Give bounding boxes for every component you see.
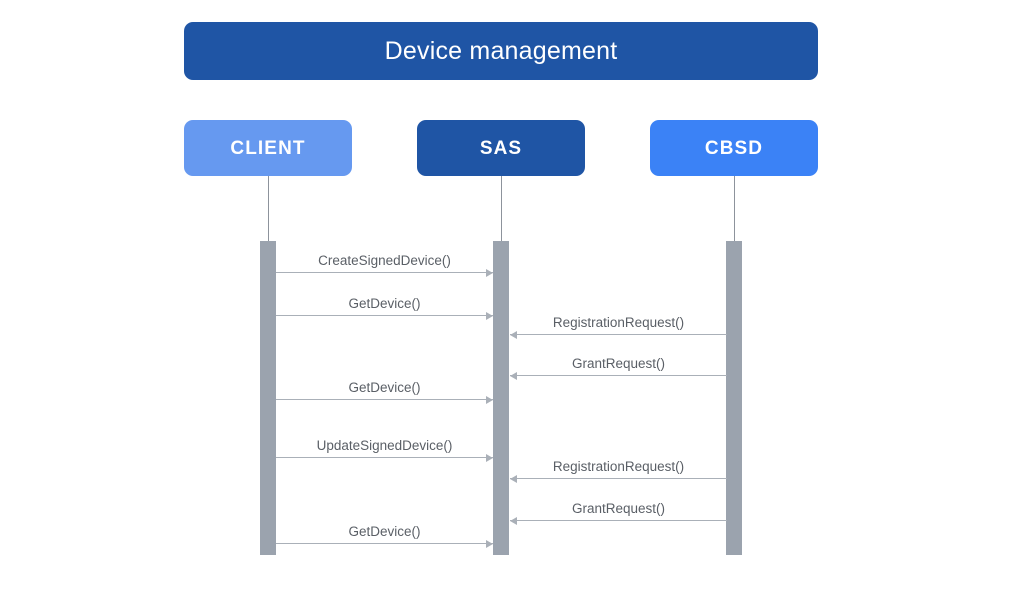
- activation-bar-sas: [493, 241, 509, 555]
- arrowhead-right-icon: [486, 395, 493, 404]
- message-label: CreateSignedDevice(): [318, 252, 451, 268]
- activation-bar-client: [260, 241, 276, 555]
- message-get-device-3[interactable]: GetDevice(): [276, 524, 493, 548]
- message-line: [510, 478, 727, 479]
- message-create-signed-device[interactable]: CreateSignedDevice(): [276, 253, 493, 277]
- message-line: [276, 272, 493, 273]
- message-label: GrantRequest(): [571, 355, 666, 371]
- message-line: [510, 334, 727, 335]
- message-get-device-2[interactable]: GetDevice(): [276, 380, 493, 404]
- message-label: GetDevice(): [348, 295, 421, 311]
- activation-bar-cbsd: [726, 241, 742, 555]
- arrowhead-right-icon: [486, 311, 493, 320]
- message-line: [510, 375, 727, 376]
- message-get-device-1[interactable]: GetDevice(): [276, 296, 493, 320]
- message-label: RegistrationRequest(): [552, 314, 685, 330]
- arrowhead-right-icon: [486, 453, 493, 462]
- message-update-signed-device[interactable]: UpdateSignedDevice(): [276, 438, 493, 462]
- lifeline-cbsd: [734, 176, 735, 242]
- message-grant-request-1[interactable]: GrantRequest(): [510, 356, 727, 380]
- arrowhead-right-icon: [486, 539, 493, 548]
- arrowhead-left-icon: [510, 371, 517, 380]
- participant-header-client[interactable]: CLIENT: [184, 120, 352, 176]
- message-label: RegistrationRequest(): [552, 458, 685, 474]
- participant-label-sas: SAS: [479, 137, 523, 159]
- diagram-title: Device management: [384, 36, 618, 65]
- arrowhead-right-icon: [486, 268, 493, 277]
- lifeline-client: [268, 176, 269, 242]
- diagram-title-banner: Device management: [184, 22, 818, 80]
- message-label: GetDevice(): [348, 523, 421, 539]
- participant-header-sas[interactable]: SAS: [417, 120, 585, 176]
- message-line: [276, 315, 493, 316]
- message-line: [510, 520, 727, 521]
- message-line: [276, 399, 493, 400]
- message-line: [276, 543, 493, 544]
- message-grant-request-2[interactable]: GrantRequest(): [510, 501, 727, 525]
- message-label: UpdateSignedDevice(): [316, 437, 453, 453]
- participant-label-cbsd: CBSD: [704, 137, 764, 159]
- participant-header-cbsd[interactable]: CBSD: [650, 120, 818, 176]
- message-registration-request-1[interactable]: RegistrationRequest(): [510, 315, 727, 339]
- message-label: GetDevice(): [348, 379, 421, 395]
- message-line: [276, 457, 493, 458]
- participant-label-client: CLIENT: [230, 137, 306, 159]
- arrowhead-left-icon: [510, 330, 517, 339]
- arrowhead-left-icon: [510, 474, 517, 483]
- arrowhead-left-icon: [510, 516, 517, 525]
- lifeline-sas: [501, 176, 502, 242]
- message-label: GrantRequest(): [571, 500, 666, 516]
- message-registration-request-2[interactable]: RegistrationRequest(): [510, 459, 727, 483]
